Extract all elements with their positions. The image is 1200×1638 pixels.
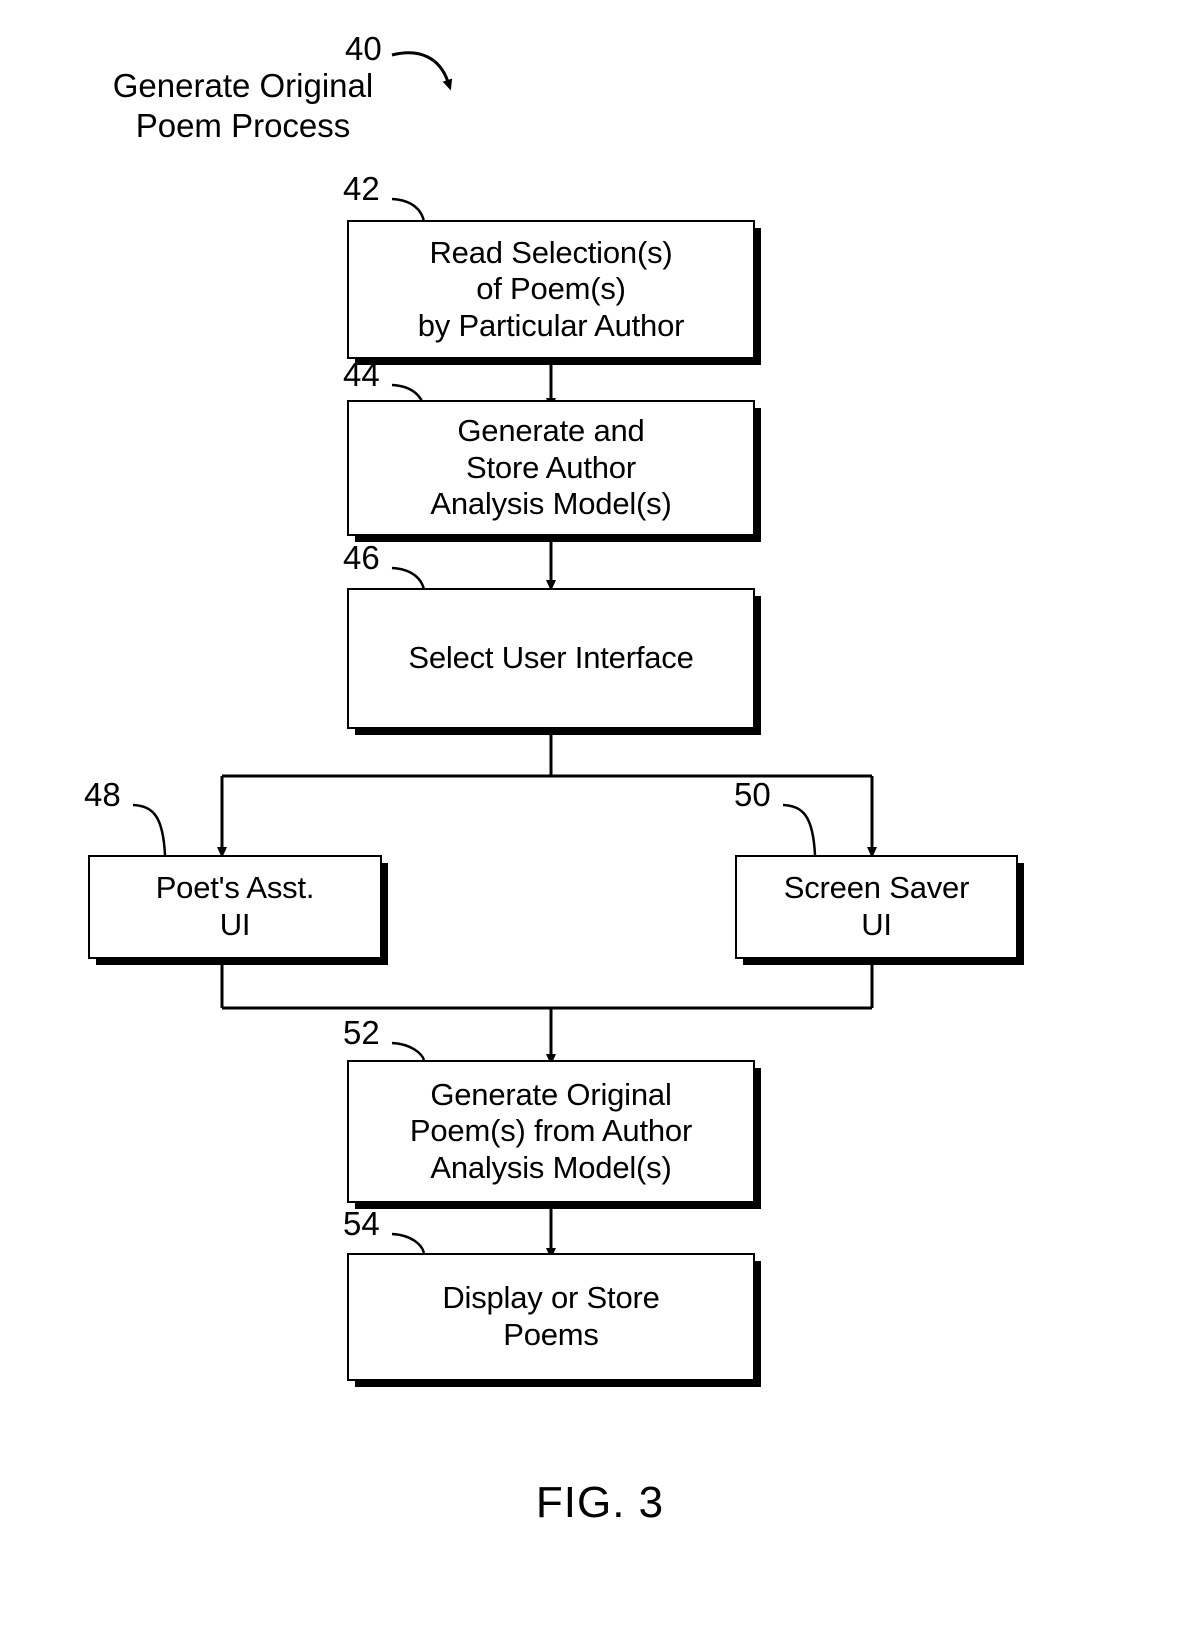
process-box-label: Screen Saver UI (783, 870, 970, 942)
process-box-label: Poet's Asst. UI (155, 870, 315, 942)
process-box-poets-assistant-ui[interactable]: Poet's Asst. UI (88, 855, 382, 959)
process-box-label: Generate Original Poem(s) from Author An… (409, 1076, 693, 1185)
process-box-generate-store-model[interactable]: Generate and Store Author Analysis Model… (347, 400, 755, 536)
process-box-label: Select User Interface (408, 640, 694, 676)
process-box-select-user-interface[interactable]: Select User Interface (347, 588, 755, 729)
reference-numeral-52: 52 (343, 1014, 380, 1051)
process-title: Generate Original Poem Process (112, 67, 374, 144)
reference-numeral-42: 42 (343, 170, 380, 207)
process-box-screen-saver-ui[interactable]: Screen Saver UI (735, 855, 1018, 959)
reference-numeral-54: 54 (343, 1205, 380, 1242)
reference-numeral-50: 50 (734, 776, 771, 813)
reference-numeral-48: 48 (84, 776, 121, 813)
reference-numeral-44: 44 (343, 356, 380, 393)
reference-numeral-40: 40 (345, 30, 382, 67)
reference-numeral-46: 46 (343, 539, 380, 576)
process-box-display-or-store-poems[interactable]: Display or Store Poems (347, 1253, 755, 1381)
process-box-label: Generate and Store Author Analysis Model… (430, 413, 672, 522)
process-box-generate-original-poems[interactable]: Generate Original Poem(s) from Author An… (347, 1060, 755, 1203)
process-box-label: Read Selection(s) of Poem(s) by Particul… (417, 234, 685, 343)
process-box-label: Display or Store Poems (442, 1280, 660, 1352)
process-box-read-selections[interactable]: Read Selection(s) of Poem(s) by Particul… (347, 220, 755, 359)
figure-caption: FIG. 3 (535, 1478, 665, 1527)
